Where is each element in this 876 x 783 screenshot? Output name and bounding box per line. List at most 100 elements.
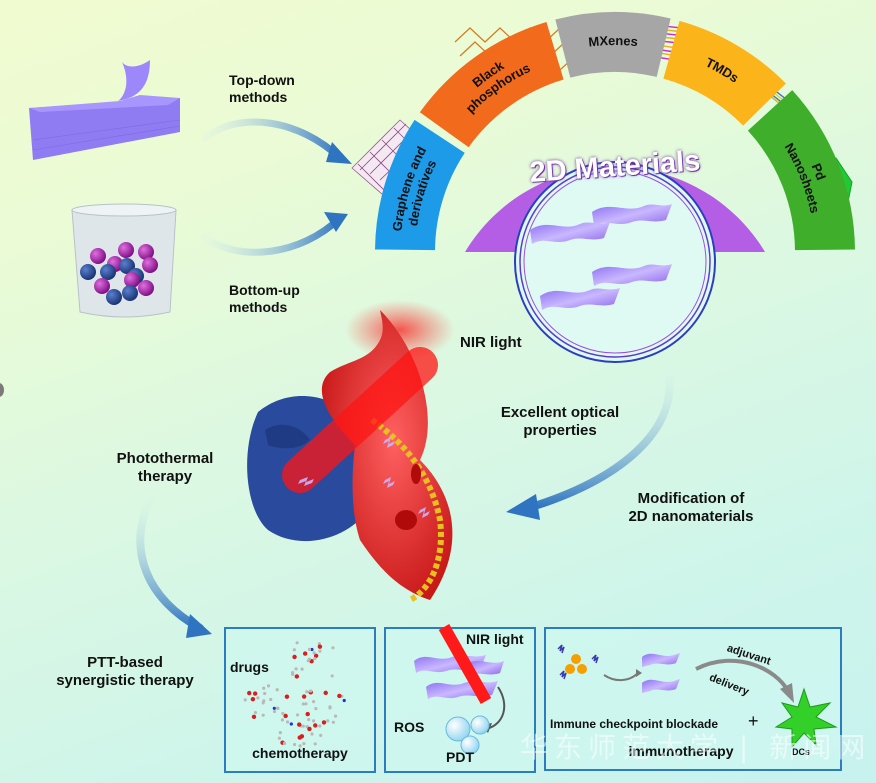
atom-dot [269,697,273,702]
atom-dot [307,717,311,722]
atom-dot [278,731,282,735]
atom-dot [308,689,313,693]
atom-dot [331,720,335,724]
atom-dot [337,693,342,699]
atom-dot [300,667,304,671]
atom-dot [311,719,316,723]
atom-dot [307,647,312,651]
pdt-nir-light-label: NIR light [466,631,524,647]
nanosheets-group [530,204,672,310]
atom-dot [307,726,312,732]
atom-dot [312,651,316,655]
pdt-label: PDT [446,749,474,765]
materials-arc: Graphene andderivativesBlackphosphorusMX… [375,12,855,251]
laser-beam-icon [438,624,492,704]
bottom-up-arrowhead [324,212,348,232]
atom-dot [266,684,271,688]
plus-sign: + [748,711,759,731]
atom-dot [299,734,305,739]
atom-dot [284,694,290,699]
atom-dot [301,694,307,699]
arc-segment-graphene-and-derivatives [375,119,465,251]
atom-dot [342,698,346,703]
modification-arrowhead [506,494,540,520]
photothermal-arrowhead [186,614,212,638]
atom-dot [292,648,296,652]
red-blood-cell [411,464,421,484]
atom-dot [304,702,308,706]
atom-dot [272,706,276,710]
watermark: 华东师范大学 | 新闻网 [520,731,872,764]
immunotherapy-panel: adjuvant delivery Immune checkpoint bloc… [544,627,842,771]
atom-dot [291,672,295,676]
atom-dot [252,691,258,696]
arc-segment-label: MXenes [588,33,639,50]
bulk-crystal-icon [29,60,181,160]
ros-bubble [445,716,471,742]
atom-dot [262,686,266,690]
ros-bubble [460,735,480,755]
ros-label: ROS [394,719,425,735]
atom-dot [250,696,256,702]
atom-dot [313,742,317,746]
atom-dot [310,647,314,652]
arc-segment-black-phosphorus [419,22,564,148]
immunotherapy-label: immunotherapy [628,743,734,759]
atom-dot [317,644,323,649]
atom-dot [313,723,318,728]
atom-dot [328,706,332,710]
adjuvant-particle [565,664,575,674]
atom-dot [275,688,279,692]
top-down-methods-label: Top-down methods [229,72,295,105]
atom-dot [330,674,334,678]
atom-dot [263,691,267,696]
atom-dot [311,700,316,704]
atom-dot [326,719,330,723]
atom-dot [313,653,319,658]
modification-label: Modification of 2D nanomaterials [628,490,754,525]
chemotherapy-label: chemotherapy [252,745,348,761]
top-down-arrowhead [326,142,352,164]
atom-dot [253,710,258,715]
atom-dot [302,742,306,746]
atom-dot [305,711,310,717]
atom-dot [294,674,300,679]
atom-dot [292,742,297,747]
atom-dot [295,713,300,717]
atom-dot [305,690,309,694]
ptt-synergistic-label: PTT-based synergistic therapy [56,654,194,689]
photothermal-therapy-label: Photothermal therapy [116,450,214,485]
arc-segment-pd-nanosheets [747,90,855,251]
adjuvant-particle [577,664,587,674]
materials-inner-band [465,167,765,252]
left-edge-dot [0,383,4,397]
checkpoint-blockade-label: Immune checkpoint blockade [550,717,719,731]
atom-dot [262,699,266,703]
atom-dot [243,698,247,702]
bottom-up-methods-label: Bottom-up methods [229,282,300,315]
arc-segment-mxenes [555,12,671,78]
atom-dot [301,724,305,728]
atom-dot [261,713,265,717]
nanosheet-icon [642,679,680,693]
atom-dot [318,724,322,728]
ros-bubble [470,715,490,735]
atom-dot [281,711,285,716]
photothermal-arrow [136,496,204,632]
drugs-label: drugs [230,659,269,675]
atom-dot [302,651,308,656]
atom-dot [275,706,279,710]
atom-dot [247,690,252,696]
atom-dot [272,709,277,714]
atom-dot [310,732,314,736]
nanosheet-circle [514,161,716,363]
immunotherapy-artwork [557,644,838,749]
atom-dot [301,702,305,706]
top-down-arrow [201,118,344,162]
atom-dot [292,654,297,660]
atom-dot [297,722,302,727]
modification-arrow [524,366,674,512]
atom-dot [277,736,281,740]
atom-dot [306,659,310,663]
